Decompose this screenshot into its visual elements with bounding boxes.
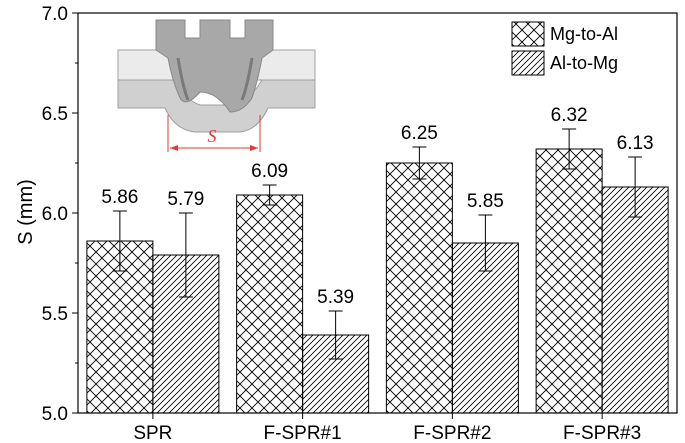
- error-bar: [262, 184, 277, 206]
- x-tick-label: F-SPR#2: [413, 423, 491, 443]
- data-label: 5.79: [167, 189, 204, 210]
- error-bar: [628, 156, 643, 218]
- y-tick-label: 5.5: [42, 304, 68, 325]
- bar-mg-to-al-f-spr-1: [236, 194, 304, 414]
- data-label: 6.13: [617, 133, 654, 154]
- error-bar: [562, 128, 577, 170]
- x-tick-label: F-SPR#1: [264, 423, 342, 443]
- bar-al-to-mg-f-spr-3: [601, 186, 669, 414]
- legend-swatch-mg-to-al: [511, 21, 545, 47]
- data-label: 6.09: [251, 161, 288, 182]
- error-bar: [112, 210, 127, 272]
- error-bars-layer: [112, 128, 643, 360]
- data-labels-layer: 5.86 5.79 6.09 5.39 6.25 5.85 6.32 6.13: [101, 105, 653, 308]
- legend-label-al-to-mg: Al-to-Mg: [550, 53, 618, 73]
- joint-schematic-inset: [117, 19, 316, 152]
- error-bar: [328, 310, 343, 360]
- y-tick-label: 7.0: [42, 4, 68, 25]
- x-tick-label: F-SPR#3: [563, 423, 641, 443]
- y-axis-label: S (mm): [15, 179, 37, 245]
- error-bar: [478, 214, 493, 272]
- y-tick-label: 5.0: [42, 404, 68, 425]
- legend-swatch-al-to-mg: [511, 50, 545, 76]
- legend: Mg-to-Al Al-to-Mg: [511, 21, 618, 76]
- data-label: 5.86: [101, 187, 138, 208]
- inset-dimension-label: S: [208, 126, 217, 146]
- y-tick-label: 6.0: [42, 204, 68, 225]
- error-bar: [412, 146, 427, 180]
- legend-label-mg-to-al: Mg-to-Al: [550, 24, 618, 44]
- axes-layer: SPR F-SPR#1 F-SPR#2 F-SPR#3 5.0 5.5 6.0 6.5 7.0: [42, 4, 678, 443]
- x-tick-label: SPR: [133, 423, 172, 443]
- data-label: 5.85: [467, 191, 504, 212]
- data-label: 6.32: [551, 105, 588, 126]
- error-bar: [178, 212, 193, 298]
- data-label: 6.25: [401, 123, 438, 144]
- bars-layer: [86, 148, 669, 414]
- bar-mg-to-al-f-spr-2: [385, 162, 453, 414]
- data-label: 5.39: [317, 287, 354, 308]
- y-tick-label: 6.5: [42, 104, 68, 125]
- bar-mg-to-al-f-spr-3: [535, 148, 603, 414]
